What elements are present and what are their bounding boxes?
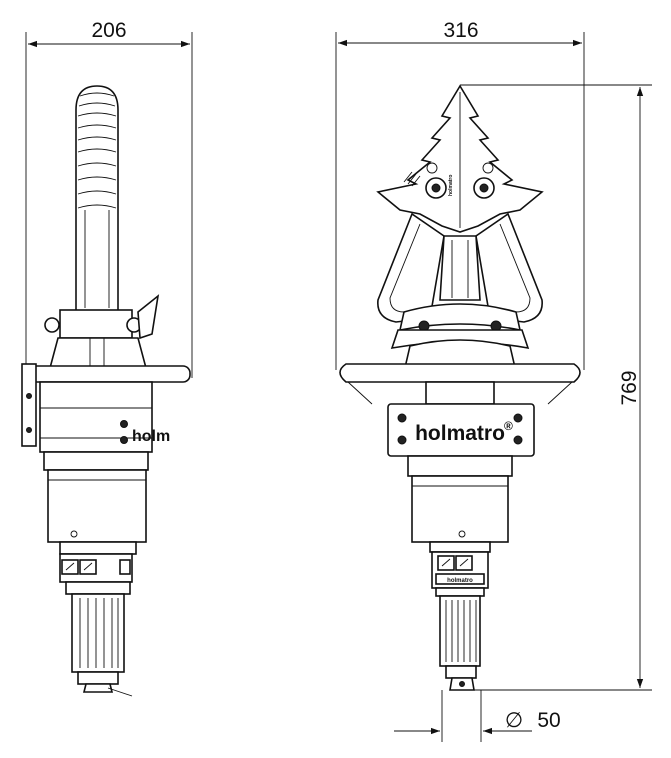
side-upper-body [39, 381, 153, 453]
head-brand-label: holmatro [447, 578, 473, 584]
front-view: 316 769 ∅ 50 holmatro [335, 19, 652, 742]
side-view: 206 holm [21, 19, 193, 697]
diameter-label: 50 [537, 709, 560, 732]
registered-mark: ® [504, 419, 513, 433]
cylinder [411, 475, 509, 543]
side-blade-tip [137, 294, 160, 340]
side-handle [75, 85, 119, 313]
side-brand-label: holm [132, 428, 170, 445]
height-label: 769 [618, 370, 641, 405]
side-valve-plate [21, 363, 37, 447]
side-coupler [82, 683, 114, 693]
front-width-label: 316 [443, 19, 478, 42]
side-cylinder [47, 469, 147, 543]
brand-label: holmatro [415, 422, 505, 445]
blade-brand-label: holmatro [448, 175, 454, 196]
side-rotating-grip [71, 593, 125, 673]
side-guard-bar [29, 365, 191, 383]
side-width-label: 206 [91, 19, 126, 42]
diameter-symbol: ∅ [505, 709, 523, 732]
link-plate [398, 303, 522, 332]
guard-bar [339, 363, 581, 383]
side-handle-bracket [59, 309, 133, 339]
rotating-grip [439, 595, 481, 667]
